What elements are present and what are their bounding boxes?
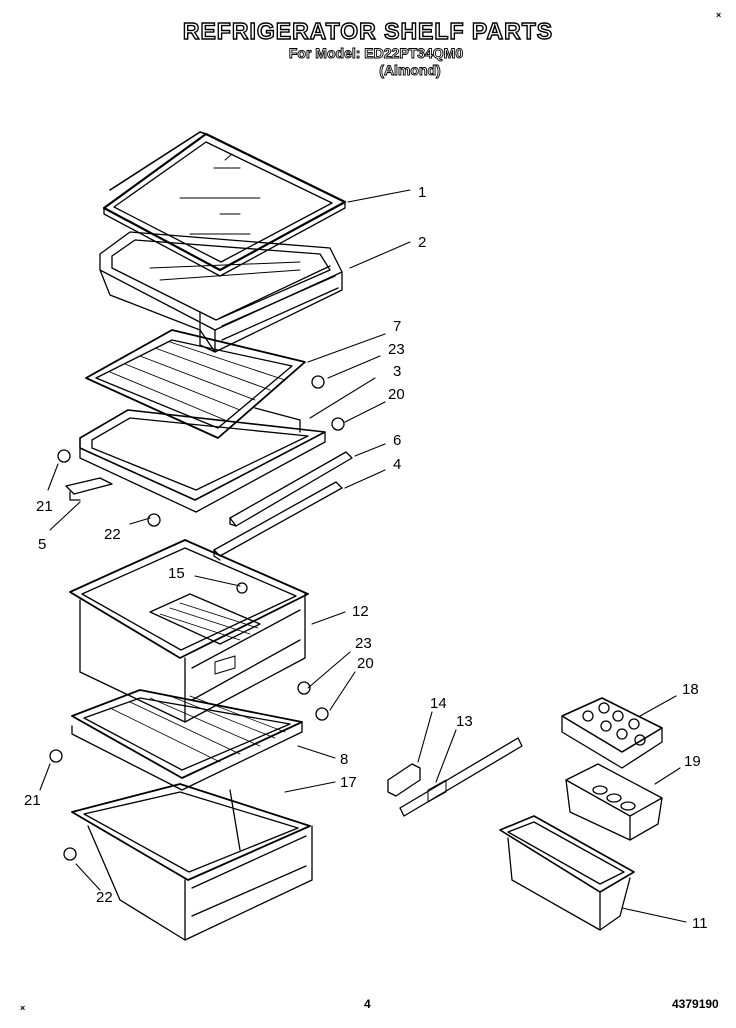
corner-mark-top: × xyxy=(716,10,722,20)
callout-7: 7 xyxy=(393,318,401,335)
page-number: 4 xyxy=(364,997,371,1011)
callout-20b: 20 xyxy=(357,655,374,672)
part-8-lower-shelf xyxy=(71,689,303,791)
callout-1: 1 xyxy=(418,184,426,201)
callout-11: 11 xyxy=(692,915,708,932)
callout-5: 5 xyxy=(38,536,46,553)
callout-18: 18 xyxy=(682,681,699,698)
model-line: For Model: ED22PT34QM0 xyxy=(288,45,464,62)
callout-19: 19 xyxy=(684,753,701,770)
callout-labels: 1 2 7 23 3 20 6 4 21 5 22 15 12 23 20 14… xyxy=(24,184,708,932)
callout-15: 15 xyxy=(168,565,185,582)
part-6-rail xyxy=(229,451,353,527)
part-11-door-bin xyxy=(499,815,635,931)
document-number: 4379190 xyxy=(672,997,719,1011)
part-12-crisper-drawer xyxy=(69,539,309,723)
part-19-egg-bin xyxy=(565,763,663,841)
callout-23b: 23 xyxy=(355,635,372,652)
callout-22b: 22 xyxy=(96,889,113,906)
callout-23a: 23 xyxy=(388,341,405,358)
callout-6: 6 xyxy=(393,432,401,449)
fasteners xyxy=(49,375,345,861)
part-4-rail xyxy=(213,481,343,561)
callout-22a: 22 xyxy=(104,526,121,543)
callout-21a: 21 xyxy=(36,498,53,515)
callout-21b: 21 xyxy=(24,792,41,809)
callout-13: 13 xyxy=(456,713,473,730)
part-17-lower-drawer xyxy=(71,783,313,941)
color-line: (Almond) xyxy=(379,62,441,79)
callout-4: 4 xyxy=(393,456,401,473)
callout-8: 8 xyxy=(340,751,348,768)
part-18-egg-tray xyxy=(561,697,663,769)
part-1-glass-shelf xyxy=(102,131,347,277)
page-title: REFRIGERATOR SHELF PARTS xyxy=(182,17,554,44)
callout-3: 3 xyxy=(393,363,401,380)
part-2-shelf-frame xyxy=(99,231,343,353)
callout-2: 2 xyxy=(418,234,426,251)
part-13-strip xyxy=(399,737,523,817)
part-14-bracket xyxy=(387,763,421,797)
callout-17: 17 xyxy=(340,774,357,791)
callout-14: 14 xyxy=(430,695,447,712)
part-3-shelf-frame xyxy=(79,407,326,513)
corner-mark-bottom: × xyxy=(20,1003,26,1013)
leader-lines xyxy=(39,189,687,923)
callout-12: 12 xyxy=(352,603,369,620)
callout-20a: 20 xyxy=(388,386,405,403)
part-7-shelf xyxy=(85,329,306,439)
part-5-rail xyxy=(65,477,113,501)
